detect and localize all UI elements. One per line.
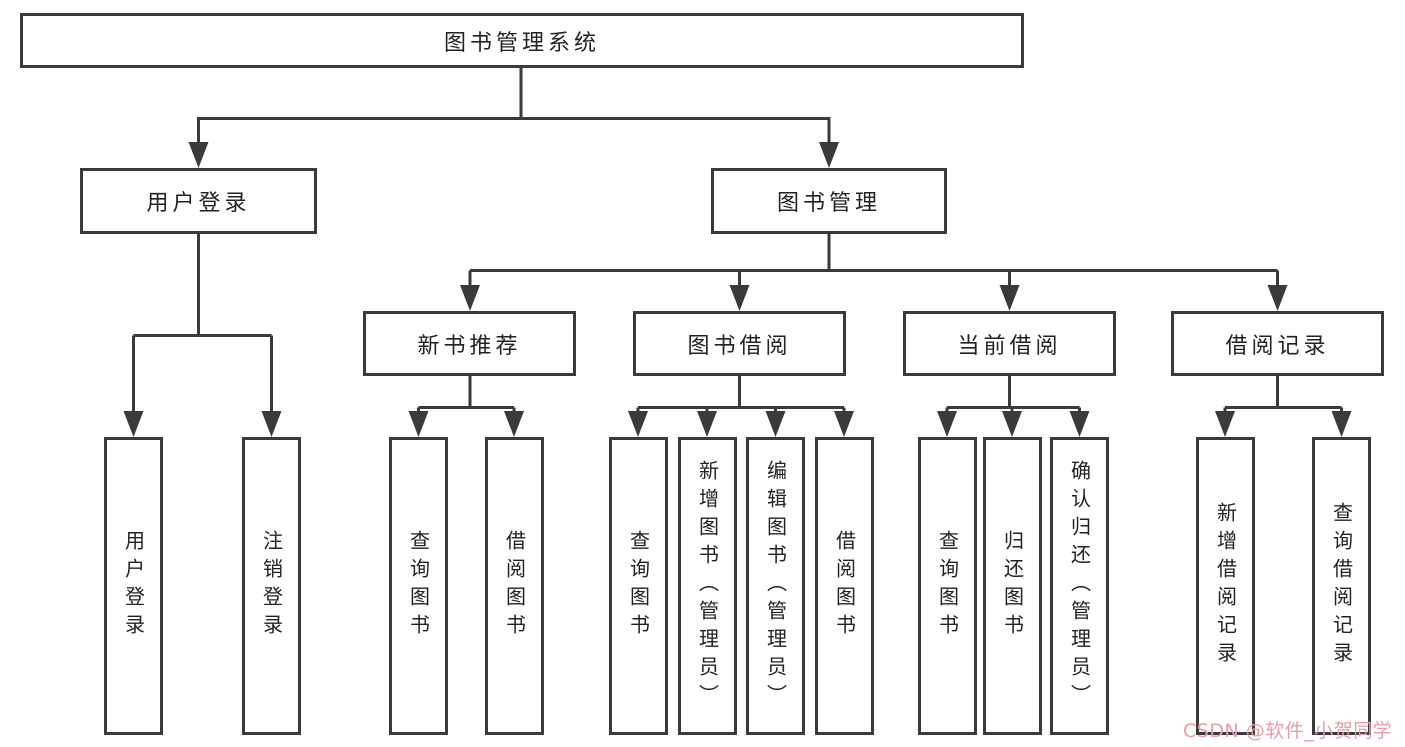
leaf-add-book-admin: 新增图书（管理员） bbox=[678, 437, 737, 735]
node-root-library-system: 图书管理系统 bbox=[20, 13, 1024, 68]
connector-user-login-children bbox=[132, 234, 273, 412]
node-label: 新书推荐 bbox=[417, 333, 522, 359]
leaf-borrow-books-recommend: 借阅图书 bbox=[485, 437, 544, 735]
node-label: 图书管理系统 bbox=[443, 30, 600, 56]
connector-book-borrow-children bbox=[636, 375, 846, 413]
node-book-management: 图书管理 bbox=[711, 168, 947, 234]
connector-new-book-children bbox=[417, 375, 516, 413]
node-label: 当前借阅 bbox=[957, 333, 1062, 359]
node-borrow-records: 借阅记录 bbox=[1171, 311, 1384, 376]
leaf-query-books-recommend: 查询图书 bbox=[389, 437, 448, 735]
node-new-book-recommend: 新书推荐 bbox=[363, 311, 576, 376]
node-label: 借阅记录 bbox=[1225, 333, 1330, 359]
node-user-login: 用户登录 bbox=[80, 168, 317, 234]
leaf-return-book: 归还图书 bbox=[983, 437, 1042, 735]
node-book-borrow: 图书借阅 bbox=[633, 311, 846, 376]
leaf-confirm-return-admin: 确认归还（管理员） bbox=[1050, 437, 1109, 735]
leaf-logout: 注销登录 bbox=[242, 437, 301, 735]
arrowheads-leaves bbox=[123, 411, 1352, 437]
leaf-add-borrow-record: 新增借阅记录 bbox=[1196, 437, 1255, 735]
leaf-edit-book-admin: 编辑图书（管理员） bbox=[746, 437, 805, 735]
leaf-query-books-current: 查询图书 bbox=[918, 437, 977, 735]
leaf-query-borrow-record: 查询借阅记录 bbox=[1312, 437, 1371, 735]
node-label: 图书借阅 bbox=[687, 333, 792, 359]
connector-book-mgmt-to-level3 bbox=[468, 234, 1279, 287]
leaf-query-books-borrow: 查询图书 bbox=[609, 437, 668, 735]
node-label: 图书管理 bbox=[776, 191, 881, 216]
arrowheads-level2 bbox=[188, 142, 839, 168]
connector-borrow-record-children bbox=[1223, 375, 1343, 413]
connector-root-to-level2 bbox=[197, 68, 831, 143]
leaf-borrow-books-borrow: 借阅图书 bbox=[815, 437, 874, 735]
node-label: 用户登录 bbox=[146, 191, 251, 216]
csdn-watermark: CSDN @软件_小贺同学 bbox=[1183, 720, 1393, 742]
leaf-user-login: 用户登录 bbox=[104, 437, 163, 735]
node-current-borrow: 当前借阅 bbox=[903, 311, 1116, 376]
arrowheads-level3 bbox=[460, 285, 1288, 311]
connector-current-borrow-children bbox=[945, 375, 1081, 413]
